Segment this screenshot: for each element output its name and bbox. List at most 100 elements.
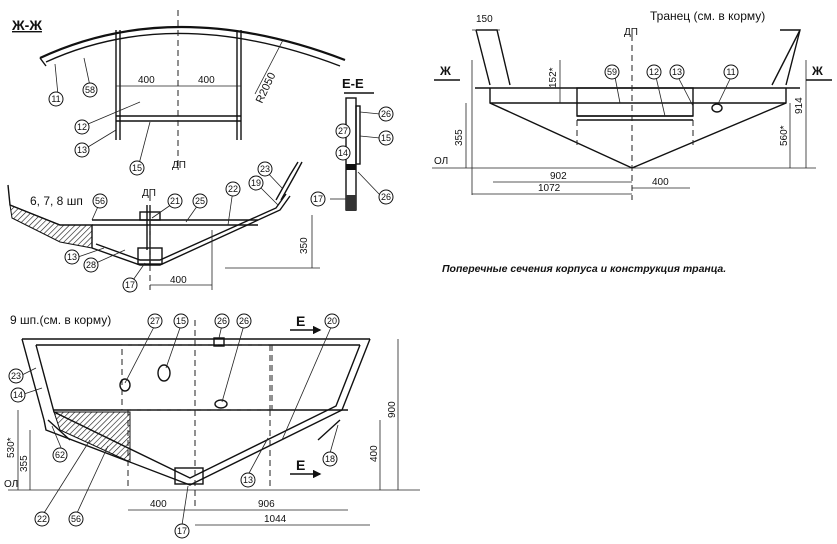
svg-text:13: 13 (77, 145, 87, 155)
tag-26-ee-top: 26 (378, 106, 394, 122)
tag-23-frame9: 23 (8, 368, 24, 384)
svg-text:56: 56 (71, 514, 81, 524)
tag-59: 59 (604, 64, 620, 80)
dp-label-transom: ДП (624, 27, 638, 38)
svg-text:19: 19 (251, 178, 261, 188)
dim-150: 150 (476, 14, 493, 25)
tag-19: 19 (248, 175, 264, 191)
svg-text:13: 13 (672, 67, 682, 77)
section-zh-title: Ж-Ж (11, 17, 42, 33)
svg-text:59: 59 (607, 67, 617, 77)
svg-text:28: 28 (86, 260, 96, 270)
tag-62: 62 (52, 447, 68, 463)
tag-15: 15 (129, 160, 145, 176)
tag-13: 13 (74, 142, 90, 158)
svg-text:20: 20 (327, 316, 337, 326)
tag-13-frame9: 13 (240, 472, 256, 488)
svg-text:27: 27 (338, 126, 348, 136)
svg-text:12: 12 (649, 67, 659, 77)
svg-text:13: 13 (67, 252, 77, 262)
tag-20: 20 (324, 313, 340, 329)
tag-17-678: 17 (122, 277, 138, 293)
svg-text:22: 22 (37, 514, 47, 524)
tag-22-frame9: 22 (34, 511, 50, 527)
tag-26-ee-bot: 26 (378, 189, 394, 205)
tag-12: 12 (74, 119, 90, 135)
ol-label-frame9: ОЛ (4, 479, 18, 490)
tag-23-678: 23 (257, 161, 273, 177)
dim-355-frame9: 355 (19, 455, 30, 472)
dim-152: 152* (548, 67, 559, 88)
svg-text:14: 14 (13, 390, 23, 400)
dim-530: 530* (6, 437, 17, 458)
tag-12-transom: 12 (646, 64, 662, 80)
dim-400-678: 400 (170, 275, 187, 286)
svg-text:25: 25 (195, 196, 205, 206)
frame-9-title: 9 шп.(см. в корму) (10, 313, 111, 327)
svg-text:15: 15 (176, 316, 186, 326)
svg-text:26: 26 (381, 109, 391, 119)
caption: Поперечные сечения корпуса и конструкция… (442, 263, 726, 275)
svg-text:17: 17 (125, 280, 135, 290)
svg-text:56: 56 (95, 196, 105, 206)
tag-11: 11 (48, 91, 64, 107)
tag-14-frame9: 14 (10, 387, 26, 403)
tag-15-frame9: 15 (173, 313, 189, 329)
section-ee-title: Е-Е (342, 76, 364, 91)
dim-902: 902 (550, 171, 567, 182)
dim-560: 560* (779, 125, 790, 146)
tag-14-ee: 14 (335, 145, 351, 161)
tag-27-ee: 27 (335, 123, 351, 139)
svg-text:17: 17 (177, 526, 187, 536)
dim-400-left: 400 (138, 75, 155, 86)
frames-678-title: 6, 7, 8 шп (30, 194, 83, 208)
tag-56-678: 56 (92, 193, 108, 209)
tag-15-ee: 15 (378, 130, 394, 146)
svg-text:14: 14 (338, 148, 348, 158)
dim-906: 906 (258, 499, 275, 510)
tag-58: 58 (82, 82, 98, 98)
tag-13-transom: 13 (669, 64, 685, 80)
ol-label-transom: ОЛ (434, 156, 448, 167)
cut-mark-e-bottom: Е (296, 457, 305, 473)
dim-400-right: 400 (198, 75, 215, 86)
tag-17-ee: 17 (310, 191, 326, 207)
svg-text:26: 26 (381, 192, 391, 202)
transom-title: Транец (см. в корму) (650, 9, 765, 23)
tag-56-frame9: 56 (68, 511, 84, 527)
svg-text:23: 23 (11, 371, 21, 381)
svg-text:11: 11 (726, 67, 735, 77)
section-e-e: Е-Е 27 14 17 26 15 26 (310, 76, 394, 211)
svg-text:22: 22 (228, 184, 238, 194)
tag-17-frame9: 17 (174, 523, 190, 539)
tag-27-frame9: 27 (147, 313, 163, 329)
svg-text:26: 26 (217, 316, 227, 326)
dim-355-transom: 355 (454, 129, 465, 146)
dim-400-frame9-vertical: 400 (369, 445, 380, 462)
dp-label-678: ДП (142, 188, 156, 199)
dim-400-frame9: 400 (150, 499, 167, 510)
dim-400-transom: 400 (652, 177, 669, 188)
tag-22-678: 22 (225, 181, 241, 197)
tag-21: 21 (167, 193, 183, 209)
cut-mark-zh-right: Ж (811, 64, 823, 78)
dim-1044: 1044 (264, 514, 287, 525)
svg-text:13: 13 (243, 475, 253, 485)
dim-914: 914 (794, 97, 805, 114)
svg-text:58: 58 (85, 85, 95, 95)
tag-26-frame9-a: 26 (214, 313, 230, 329)
cut-mark-e-top: Е (296, 313, 305, 329)
frames-6-7-8: 6, 7, 8 шп ДП 400 350 56 21 25 22 23 19 (7, 161, 320, 293)
dim-900: 900 (387, 401, 398, 418)
dim-350-678: 350 (299, 237, 310, 254)
cut-mark-zh-left: Ж (439, 64, 451, 78)
tag-28: 28 (83, 257, 99, 273)
radius-label: R2050 (254, 71, 279, 105)
tag-11-transom: 11 (723, 64, 739, 80)
svg-text:17: 17 (313, 194, 323, 204)
svg-text:11: 11 (51, 94, 60, 104)
dp-label-zh: ДП (172, 160, 186, 171)
section-zh-zh: Ж-Ж 400 400 R2050 ДП 11 58 12 13 15 (11, 10, 346, 176)
svg-text:15: 15 (132, 163, 142, 173)
